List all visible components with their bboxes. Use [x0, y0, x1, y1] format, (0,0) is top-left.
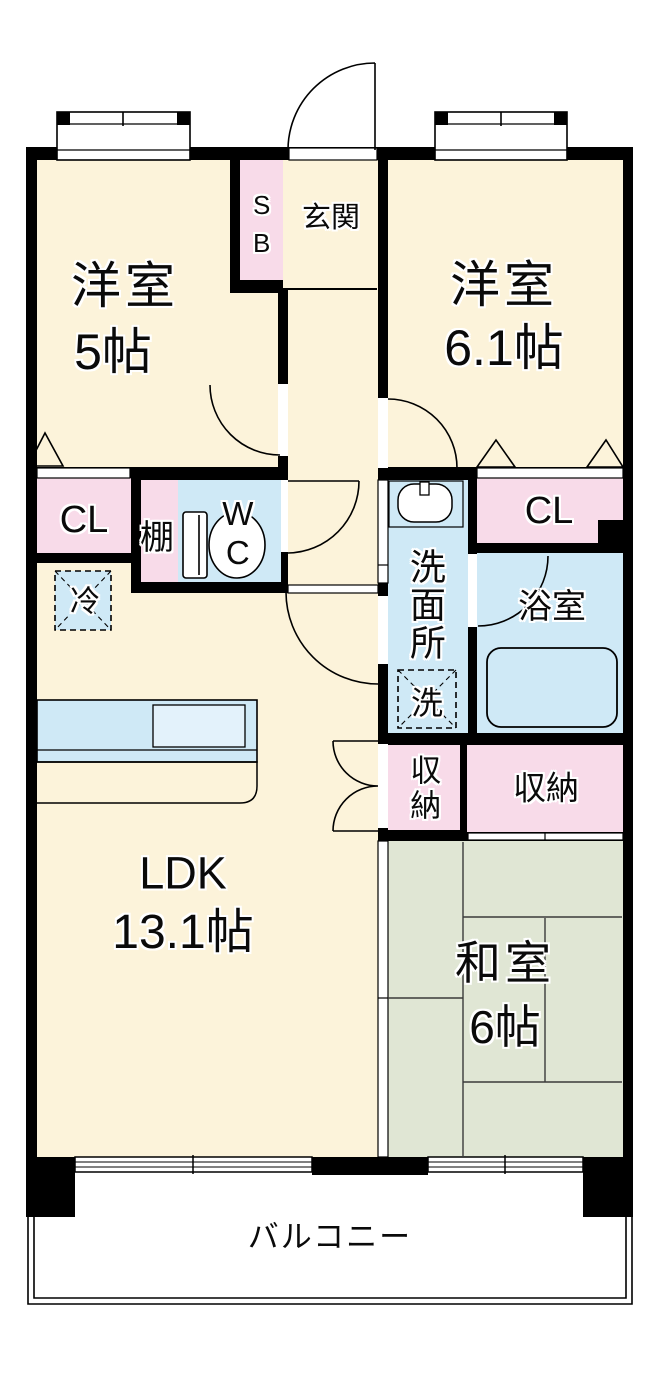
label-western5-size: 5帖 [74, 323, 152, 380]
label-bathroom: 浴室 [518, 588, 586, 627]
shoe-box [240, 160, 283, 280]
closet-left [37, 478, 131, 553]
label-japanese-size: 6帖 [469, 1000, 541, 1053]
room-japanese [388, 841, 623, 1157]
room-western-5-lower [230, 293, 278, 467]
label-storage-wide: 収納 [513, 769, 579, 807]
room-bathroom [477, 553, 623, 733]
label-japanese-name: 和室 [455, 936, 555, 989]
hallway [288, 288, 378, 585]
label-washer: 洗 [410, 685, 444, 722]
storage-small [388, 745, 460, 830]
storage-wide [467, 745, 623, 832]
label-balcony: バルコニー [247, 1219, 413, 1255]
label-wc: WC [219, 495, 257, 573]
label-shelf: 棚 [140, 519, 174, 558]
label-western61-name: 洋室 [450, 256, 558, 313]
label-storage-small: 収納 [405, 754, 441, 824]
label-refrigerator: 冷 [70, 585, 100, 619]
label-closet-right: CL [524, 490, 574, 533]
room-western-61 [388, 160, 623, 467]
room-entrance [283, 160, 378, 288]
shelf-strip [141, 480, 178, 582]
room-ldk-left [37, 563, 131, 1157]
label-ldk-size: 13.1帖 [112, 905, 254, 959]
label-western61-size: 6.1帖 [444, 319, 564, 376]
room-ldk-main [131, 593, 378, 1157]
label-washroom: 洗面所 [404, 548, 446, 662]
room-western-5 [37, 160, 230, 467]
label-western5-name: 洋室 [71, 257, 179, 314]
label-ldk-name: LDK [139, 847, 227, 899]
label-closet-left: CL [59, 499, 109, 542]
label-entrance: 玄関 [301, 201, 361, 234]
entrance-door [287, 62, 376, 151]
label-shoe-box: SB [246, 190, 277, 266]
